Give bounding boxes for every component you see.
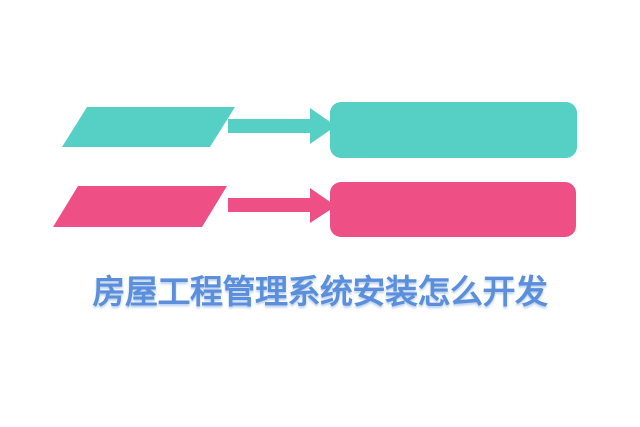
arrow-right-icon-bottom [228, 188, 336, 223]
rounded-box-bottom [330, 182, 576, 237]
rounded-box-top [330, 102, 577, 158]
parallelogram-shape-top [62, 107, 235, 147]
flow-row-top [62, 102, 577, 158]
parallelogram-shape-bottom [53, 186, 227, 227]
flow-row-bottom [53, 182, 576, 237]
arrow-right-icon-top [228, 108, 336, 144]
caption-title: 房屋工程管理系统安装怎么开发 [92, 272, 549, 311]
